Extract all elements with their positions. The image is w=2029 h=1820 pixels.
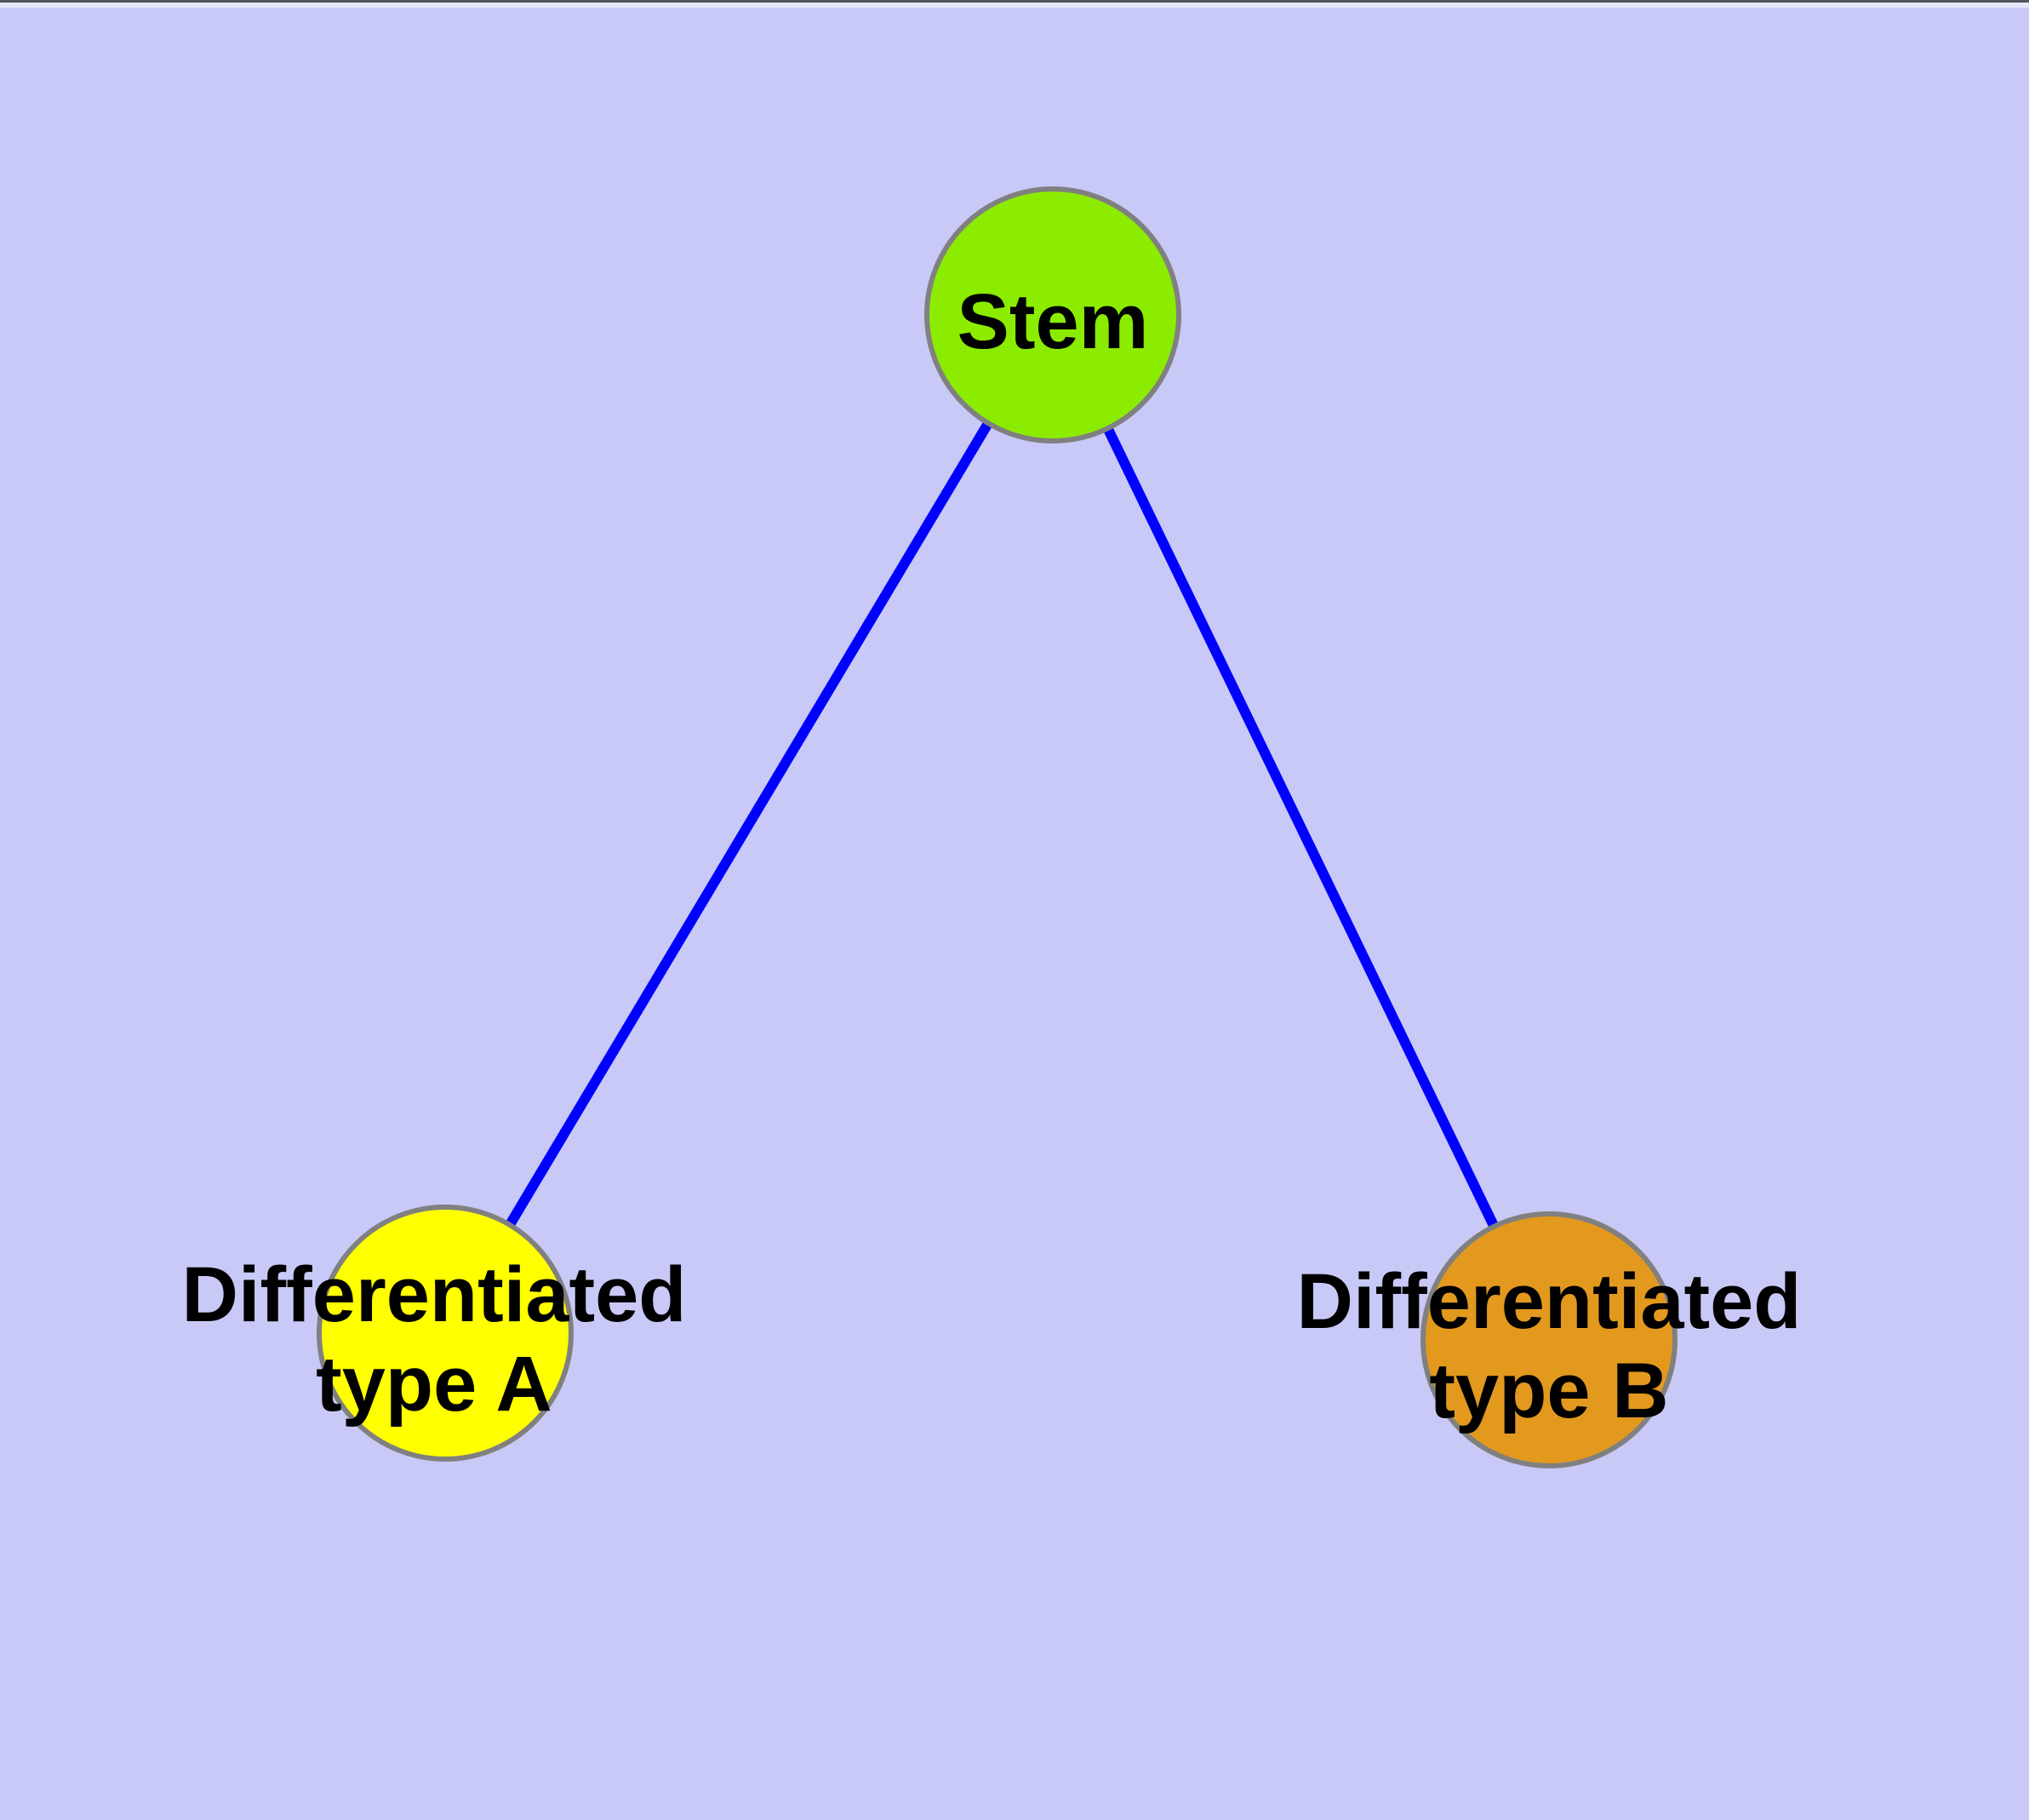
node-type-a-label-line1: Differentiated (182, 1251, 687, 1338)
node-type-b-label-line1: Differentiated (1297, 1258, 1802, 1345)
node-stem-label: Stem (957, 278, 1149, 365)
window-top-border-dark (0, 0, 2029, 3)
node-differentiated-type-b (1420, 1211, 1677, 1468)
edge-layer (440, 312, 1554, 1342)
edge-stem-to-type-b (1048, 312, 1554, 1342)
window-top-border-highlight (0, 3, 2029, 8)
node-layer (317, 186, 1677, 1468)
node-stem (924, 186, 1181, 444)
edge-stem-to-type-a (440, 312, 1058, 1336)
node-type-a-label-line2: type A (316, 1341, 552, 1428)
node-differentiated-type-a (317, 1205, 574, 1462)
node-type-b-label-line2: type B (1429, 1348, 1668, 1434)
label-layer: Stem Differentiated type A Differentiate… (182, 278, 1802, 1434)
